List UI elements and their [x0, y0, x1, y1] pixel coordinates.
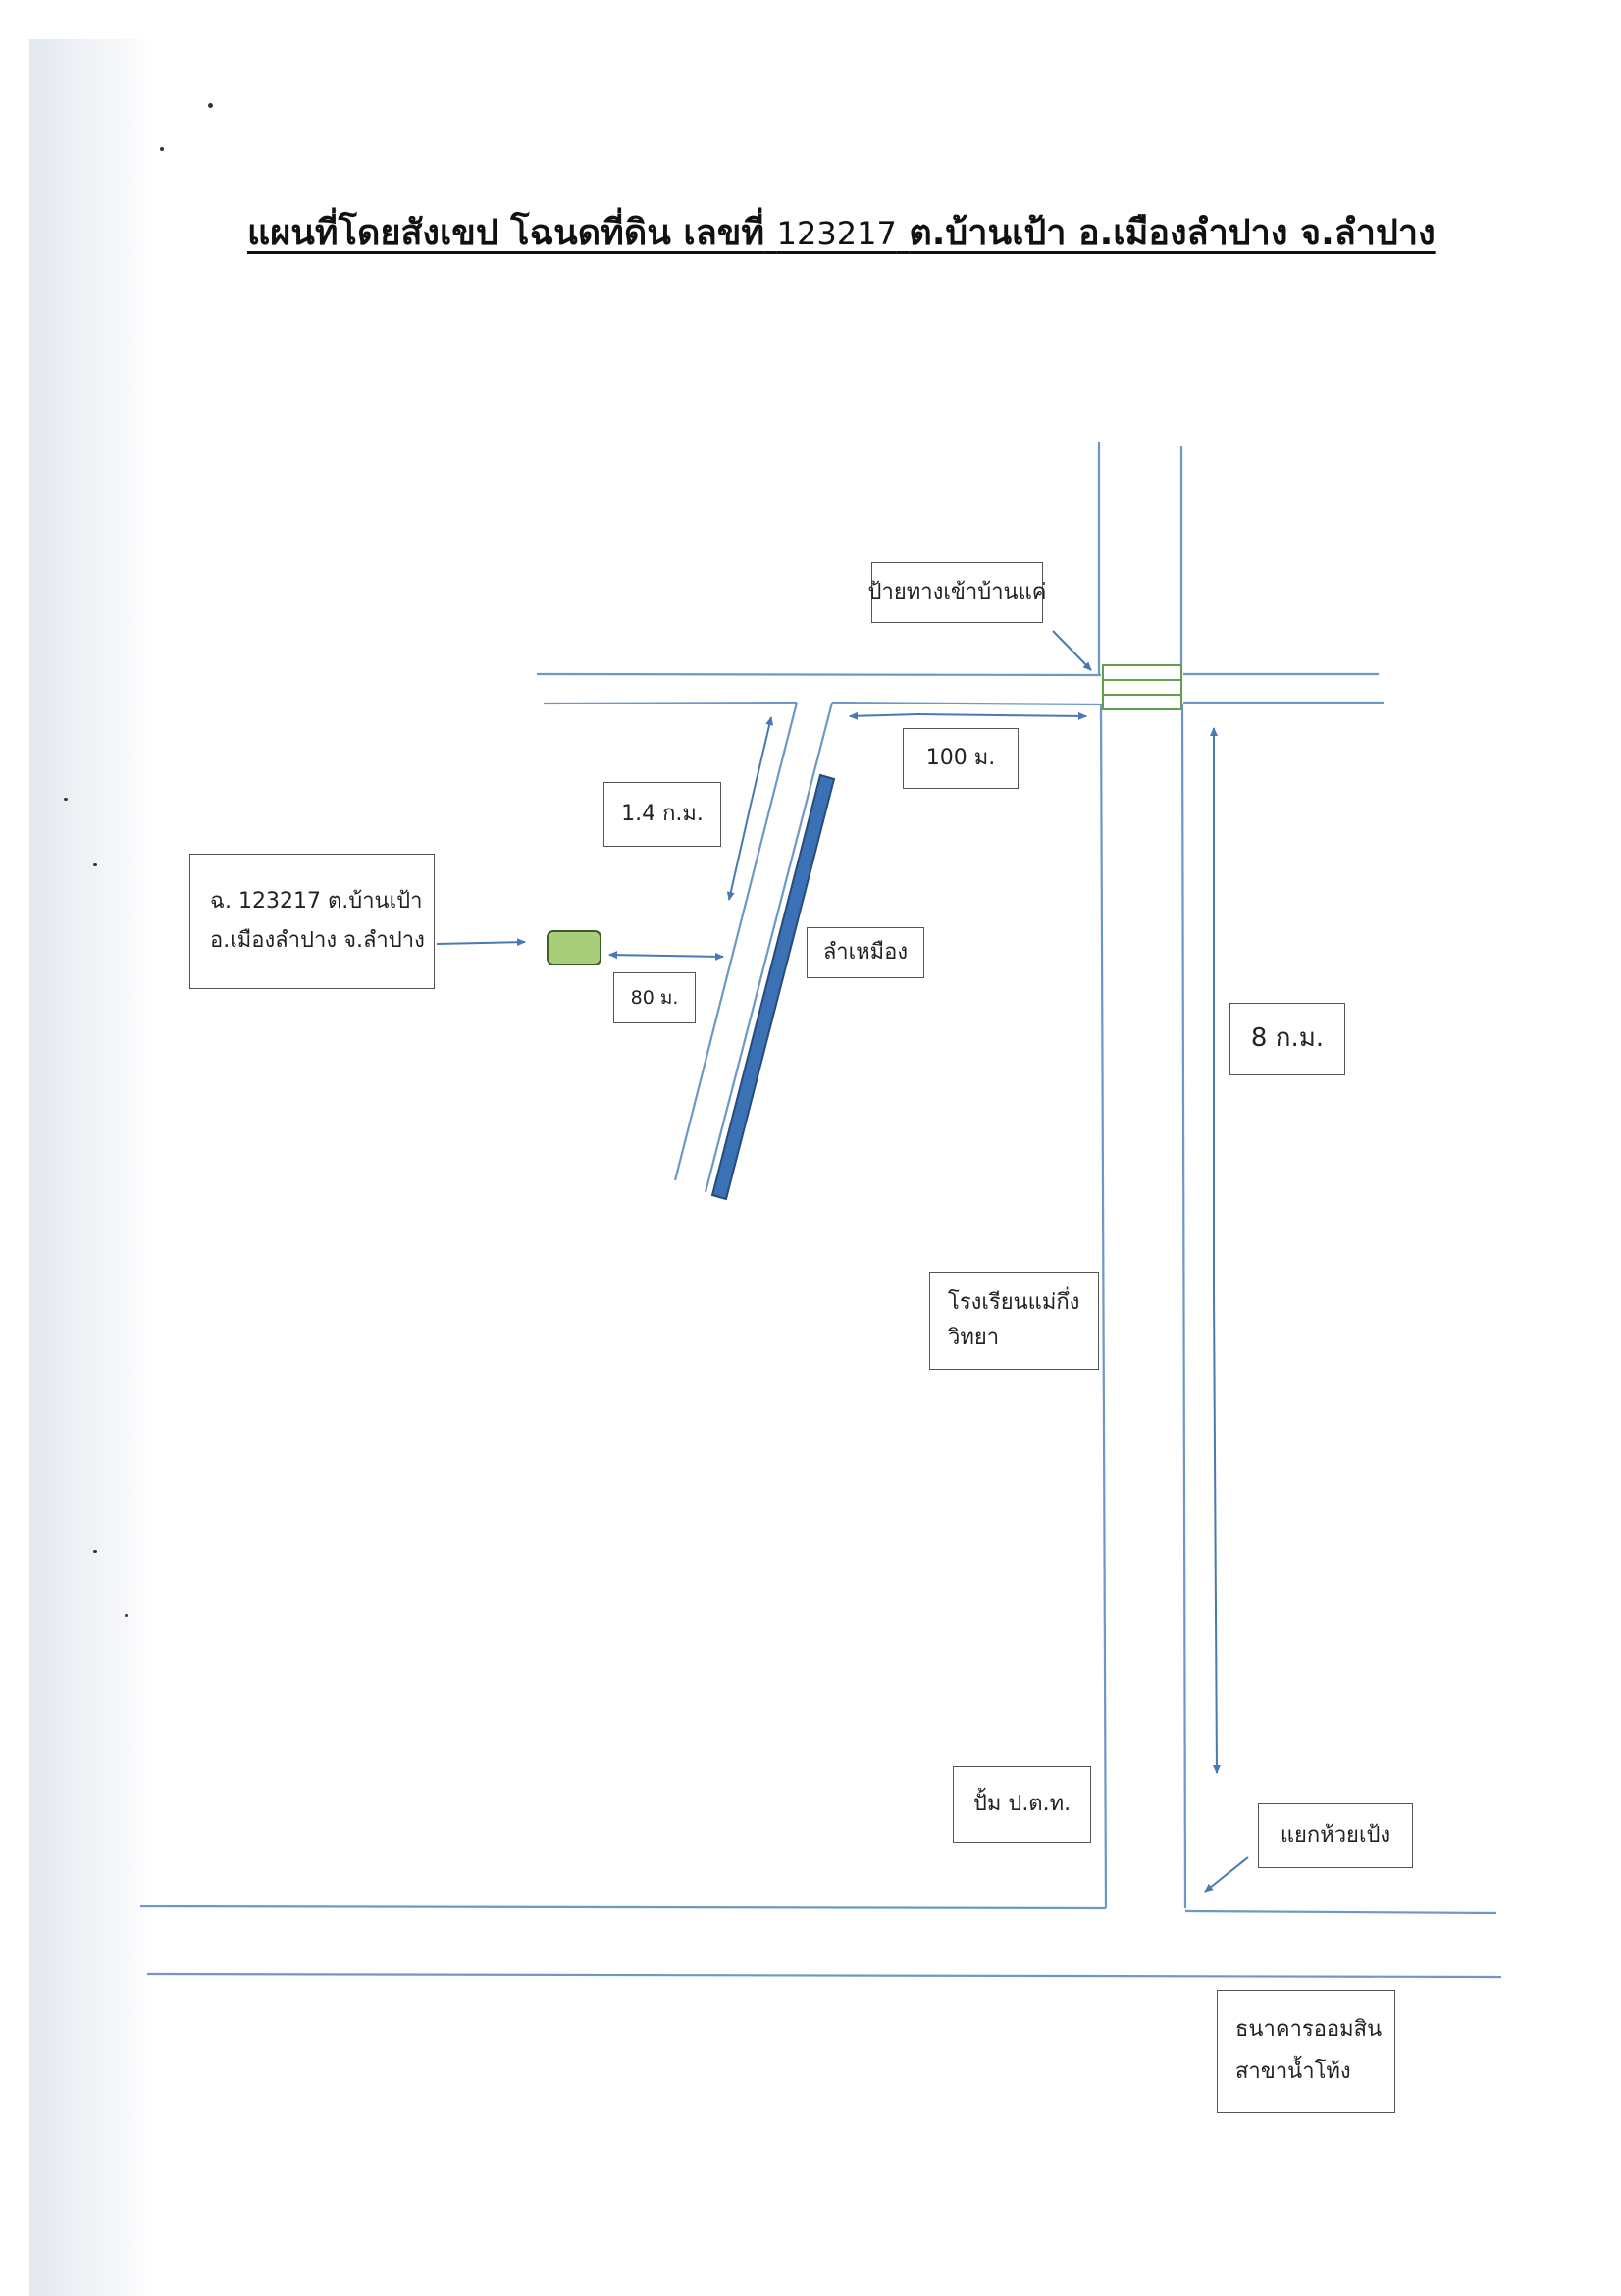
label-text: ป้ายทางเข้าบ้านแค่: [867, 579, 1047, 604]
label-text: วิทยา: [948, 1326, 1000, 1350]
label-text: แยกห้วยเป้ง: [1280, 1822, 1391, 1848]
label-canal: ลำเหมือง: [807, 927, 924, 978]
title-part1: แผนที่โดยสังเขป โฉนดที่ดิน เลขที่: [247, 213, 765, 253]
label-text: 100 ม.: [925, 745, 996, 770]
label-school: โรงเรียนแม่กึ่ง วิทยา: [929, 1272, 1099, 1370]
label-distance-80m: 80 ม.: [613, 972, 696, 1023]
distance-100m-arrow: [916, 711, 1087, 720]
label-text: ลำเหมือง: [822, 939, 909, 965]
distance-1-4km-arrow: [726, 804, 752, 901]
label-text: 80 ม.: [630, 986, 679, 1009]
label-entrance-sign: ป้ายทางเข้าบ้านแค่: [868, 562, 1047, 623]
canal-lam-muang: [710, 773, 836, 1201]
junction-pointer-arrow: [1204, 1856, 1249, 1893]
scan-speck: [64, 798, 68, 801]
label-text: โรงเรียนแม่กึ่ง: [948, 1289, 1080, 1315]
label-distance-1-4km: 1.4 ก.ม.: [603, 782, 721, 847]
scan-speck: [93, 863, 97, 866]
scan-speck: [160, 147, 164, 151]
label-text: 8 ก.ม.: [1250, 1023, 1325, 1054]
label-gas-station: ปั้ม ป.ต.ท.: [953, 1766, 1091, 1843]
scan-speck: [125, 1614, 128, 1617]
distance-1-4km-arrow: [750, 716, 774, 806]
title-deed-number: 123217: [776, 215, 897, 252]
sign-pointer-arrow: [1052, 630, 1092, 671]
title-part2: ต.บ้านเป้า อ.เมืองลำปาง จ.ลำปาง: [909, 213, 1436, 253]
side-road-east-edge: [704, 702, 834, 1193]
map-title: แผนที่โดยสังเขป โฉนดที่ดิน เลขที่ 123217…: [247, 204, 1436, 260]
label-distance-100m: 100 ม.: [903, 728, 1019, 789]
parcel-pointer-arrow: [436, 938, 526, 947]
label-distance-8km: 8 ก.ม.: [1229, 1003, 1345, 1075]
label-text: 1.4 ก.ม.: [621, 801, 704, 826]
label-text: อ.เมืองลำปาง จ.ลำปาง: [210, 928, 425, 953]
scan-shading: [29, 39, 157, 2296]
label-text: ปั้ม ป.ต.ท.: [972, 1791, 1072, 1816]
distance-8km-arrow: [1212, 1289, 1221, 1774]
scan-speck: [93, 1550, 97, 1553]
main-road-west-edge: [1097, 442, 1108, 1909]
entrance-crossing: [1102, 664, 1182, 710]
land-parcel-marker: [547, 930, 601, 965]
label-bank: ธนาคารออมสิน สาขาน้ำโท้ง: [1217, 1990, 1395, 2113]
lower-road-south-edge: [146, 1972, 1502, 1979]
label-text: ฉ. 123217 ต.บ้านเป้า: [210, 888, 423, 913]
side-road-west-edge: [673, 702, 799, 1181]
label-land-parcel: ฉ. 123217 ต.บ้านเป้า อ.เมืองลำปาง จ.ลำปา…: [189, 854, 435, 989]
distance-100m-arrow: [849, 711, 918, 720]
crossroad-north-edge: [536, 672, 1379, 677]
label-junction: แยกห้วยเป้ง: [1258, 1803, 1413, 1868]
scan-speck: [208, 103, 213, 108]
main-road-east-edge: [1179, 446, 1187, 1909]
distance-80m-arrow: [608, 951, 668, 960]
lower-road-north-edge: [139, 1905, 1497, 1915]
crossroad-south-edge: [543, 701, 1384, 706]
label-text: ธนาคารออมสิน: [1235, 2017, 1383, 2043]
distance-80m-arrow: [666, 952, 724, 961]
label-text: สาขาน้ำโท้ง: [1235, 2059, 1351, 2084]
